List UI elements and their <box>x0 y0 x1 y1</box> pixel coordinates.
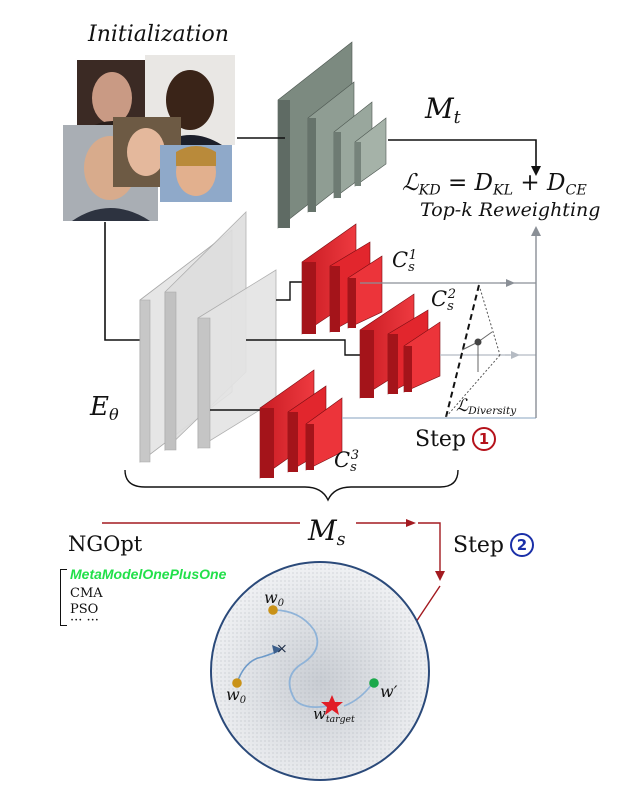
classifier-2-label: Cs2 <box>431 287 456 314</box>
c1-sub: s <box>408 259 415 275</box>
loss-plus: + D <box>513 170 566 196</box>
arrowhead-loss <box>531 226 541 236</box>
classifier-3 <box>259 369 343 479</box>
arrowhead-c1 <box>506 279 515 287</box>
step-2-number: 2 <box>510 533 535 557</box>
optimizer-option-pso: PSO <box>70 602 99 617</box>
diversity-label: ℒDiversity <box>456 396 516 417</box>
step2-arrowhead-1 <box>406 519 416 527</box>
reweighting-label: Top-k Reweighting <box>420 199 601 221</box>
w0-left-letter: w <box>226 685 240 704</box>
step-1-text: Step <box>415 427 467 452</box>
w0-left-label: w0 <box>226 685 246 706</box>
c3-letter: C <box>334 448 351 472</box>
optimizer-bracket <box>60 569 67 626</box>
student-label: Ms <box>308 514 346 550</box>
diversity-letter: ℒ <box>456 396 469 416</box>
cross-mark: × <box>276 641 288 657</box>
w-target-label: wtarget <box>313 705 355 725</box>
latent-sphere <box>210 561 430 781</box>
start-point-left <box>232 678 242 688</box>
loss-dkl-sub: KL <box>493 182 514 199</box>
end-point <box>369 678 379 688</box>
teacher-subscript: t <box>453 108 461 129</box>
w0-top-letter: w <box>264 588 278 607</box>
classifier-3-label: Cs3 <box>334 448 359 475</box>
c2-letter: C <box>431 287 448 311</box>
loss-lhs: ℒ <box>402 170 419 196</box>
classifier-1-label: Cs1 <box>392 248 417 275</box>
diversity-sub: Diversity <box>468 405 517 418</box>
student-letter: M <box>308 514 337 547</box>
optimizer-name: NGOpt <box>68 532 143 556</box>
face-photos <box>63 55 235 221</box>
classifier-2 <box>359 293 441 399</box>
path-arrowhead <box>272 645 282 654</box>
teacher-letter: M <box>425 92 454 125</box>
c2-sup: 2 <box>447 287 457 303</box>
step2-arrowhead-2 <box>435 571 445 581</box>
student-sub: s <box>336 530 346 551</box>
loss-dce-sub: CE <box>565 182 587 199</box>
loss-lhs-sub: KD <box>418 182 441 199</box>
loss-eq: = D <box>440 170 493 196</box>
loss-equation: ℒKD = DKL + DCE <box>402 170 587 198</box>
classifier-1 <box>301 223 383 335</box>
encoder-brace <box>124 469 459 502</box>
classifier-outputs <box>342 232 537 419</box>
w-target-sub: target <box>325 713 355 725</box>
step-2-text: Step <box>453 533 505 558</box>
target-star <box>321 695 343 715</box>
teacher-label: Mt <box>425 92 461 128</box>
connectors <box>104 137 537 341</box>
initialization-title: Initialization <box>88 22 229 47</box>
step-1-number: 1 <box>472 427 497 451</box>
w-prime-label: w′ <box>380 682 398 701</box>
encoder-connectors <box>210 281 360 411</box>
optimizer-option-cma: CMA <box>70 586 103 601</box>
w0-top-label: w0 <box>264 588 284 609</box>
teacher-network <box>277 41 387 229</box>
c3-sub: s <box>350 459 357 475</box>
c1-letter: C <box>392 248 409 272</box>
w0-top-sub: 0 <box>277 597 285 609</box>
optimizer-option-more: ··· ··· <box>70 613 99 628</box>
teacher-arrowhead <box>531 166 541 176</box>
encoder-letter: E <box>90 392 109 422</box>
diversity-triangle <box>445 284 501 418</box>
optimizer-option-meta: MetaModelOnePlusOne <box>70 566 227 582</box>
encoder-label: Eθ <box>90 392 119 424</box>
start-point-top <box>268 605 278 615</box>
encoder-network <box>139 211 277 463</box>
w0-left-sub: 0 <box>239 694 247 706</box>
encoder-sub: θ <box>108 404 119 424</box>
c3-sup: 3 <box>350 448 360 464</box>
arrowhead-c2 <box>511 351 520 359</box>
face-photo-5 <box>160 145 232 202</box>
c1-sup: 1 <box>408 248 418 264</box>
c2-sub: s <box>447 298 454 314</box>
w-target-letter: w <box>313 705 326 723</box>
